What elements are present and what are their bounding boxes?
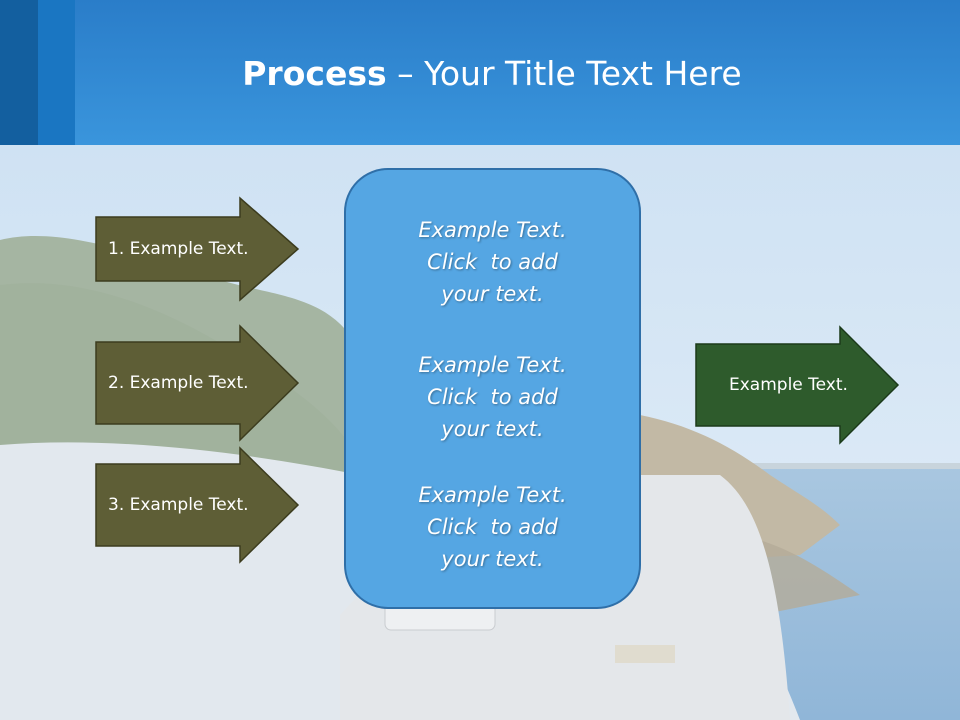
arrow-label: Example Text. bbox=[729, 375, 848, 395]
arrow-label: 2. Example Text. bbox=[108, 373, 249, 393]
arrow-shape bbox=[95, 446, 300, 564]
arrow-shape bbox=[695, 325, 900, 445]
center-paragraph-2: Example Text. Click to add your text. bbox=[346, 349, 639, 445]
slide-title[interactable]: Process – Your Title Text Here bbox=[0, 50, 960, 98]
paragraph-line: your text. bbox=[441, 547, 544, 571]
title-bar bbox=[0, 0, 960, 145]
center-paragraph-1: Example Text. Click to add your text. bbox=[346, 214, 639, 310]
process-arrow-2[interactable]: 2. Example Text. bbox=[95, 324, 300, 442]
center-paragraph-3: Example Text. Click to add your text. bbox=[346, 479, 639, 575]
paragraph-line: Example Text. bbox=[418, 353, 567, 377]
center-text-box[interactable]: Example Text. Click to add your text. Ex… bbox=[344, 168, 641, 609]
paragraph-line: your text. bbox=[441, 282, 544, 306]
header-accent-stripe bbox=[0, 0, 38, 145]
process-arrow-1[interactable]: 1. Example Text. bbox=[95, 196, 300, 302]
paragraph-line: your text. bbox=[441, 417, 544, 441]
process-arrow-3[interactable]: 3. Example Text. bbox=[95, 446, 300, 564]
paragraph-line: Example Text. bbox=[418, 483, 567, 507]
paragraph-line: Click to add bbox=[427, 250, 558, 274]
arrow-label: 1. Example Text. bbox=[108, 239, 249, 259]
arrow-label: 3. Example Text. bbox=[108, 495, 249, 515]
header-accent-stripe-light bbox=[38, 0, 75, 145]
title-regular-part: – Your Title Text Here bbox=[386, 54, 742, 93]
title-bold-part: Process bbox=[242, 54, 387, 93]
paragraph-line: Click to add bbox=[427, 515, 558, 539]
paragraph-line: Example Text. bbox=[418, 218, 567, 242]
paragraph-line: Click to add bbox=[427, 385, 558, 409]
arrow-shape bbox=[95, 324, 300, 442]
arrow-shape bbox=[95, 196, 300, 302]
output-arrow[interactable]: Example Text. bbox=[695, 325, 900, 445]
